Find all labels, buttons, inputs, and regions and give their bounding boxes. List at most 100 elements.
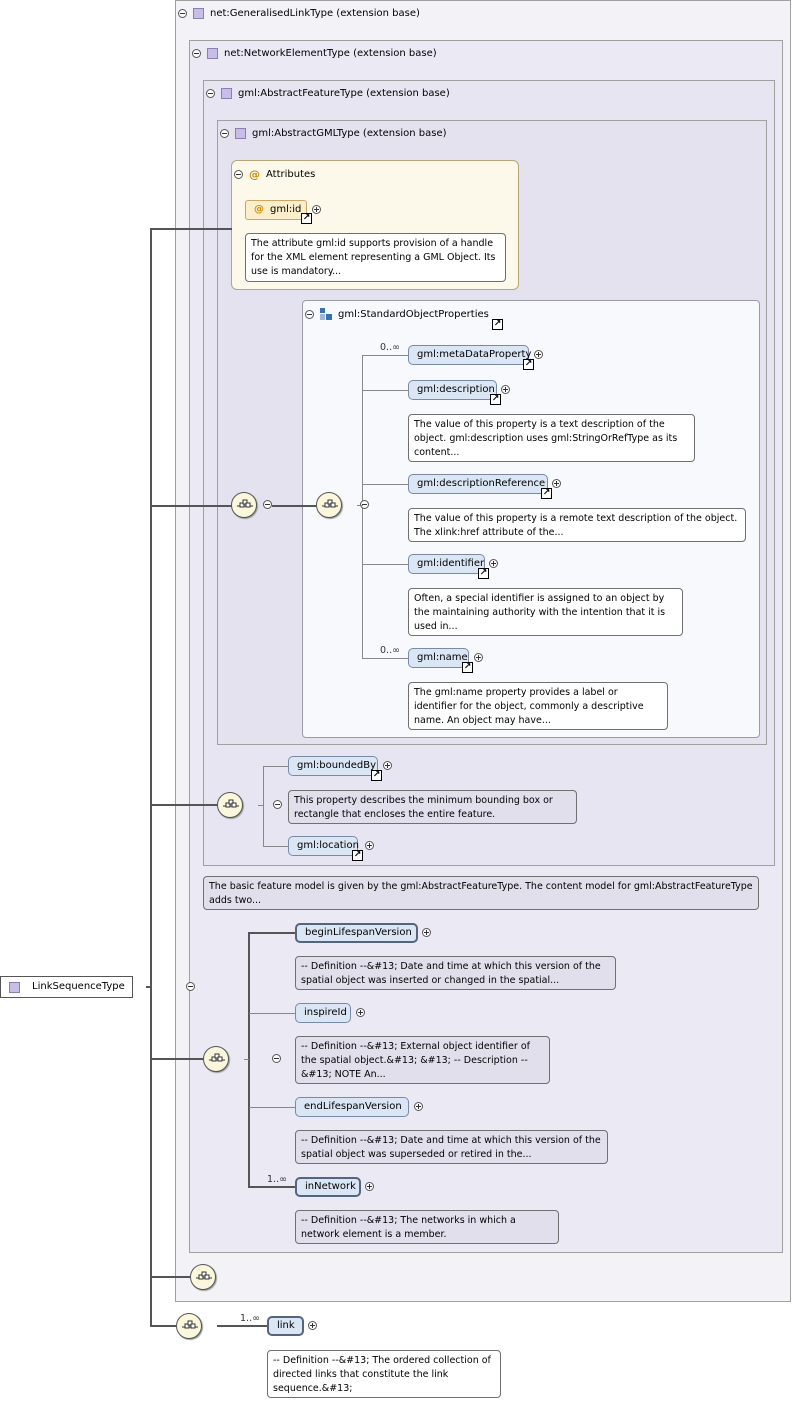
gml-boundedby-doc: This property describes the minimum boun…	[288, 790, 577, 824]
root-type-label: LinkSequenceType	[32, 981, 125, 992]
branch-line	[362, 564, 408, 565]
begin-lifespan-version-doc: -- Definition --&#13; Date and time at w…	[295, 956, 616, 990]
link-doc: -- Definition --&#13; The ordered collec…	[267, 1350, 501, 1398]
expand-icon[interactable]	[489, 559, 498, 568]
group-icon	[320, 308, 332, 320]
end-lifespan-version-element[interactable]: endLifespanVersion	[295, 1097, 409, 1117]
attributes-header: @ Attributes	[234, 168, 315, 181]
connector-line	[150, 228, 232, 230]
trunk-top-curve	[150, 228, 160, 230]
abstract-gml-header: gml:AbstractGMLType (extension base)	[220, 128, 447, 139]
sequence-compositor-icon[interactable]	[217, 792, 243, 818]
branch-line	[362, 658, 408, 659]
occurrence-label: 1..∞	[240, 1313, 260, 1324]
sequence-compositor-icon[interactable]	[203, 1046, 229, 1072]
collapse-icon[interactable]	[271, 1054, 281, 1063]
gml-name-doc: The gml:name property provides a label o…	[408, 682, 668, 730]
connector-line	[272, 505, 316, 507]
standard-object-properties-header: gml:StandardObjectProperties	[305, 308, 489, 320]
sequence-compositor-icon[interactable]	[176, 1313, 202, 1339]
occurrence-label: 0..∞	[380, 342, 400, 353]
branch-line	[249, 1107, 295, 1108]
link-element[interactable]: link	[267, 1316, 304, 1336]
collapse-icon[interactable]	[234, 170, 243, 179]
branch-line	[248, 932, 295, 934]
connector-line	[150, 804, 218, 806]
main-trunk-line	[150, 228, 152, 1326]
reference-arrow-icon[interactable]: ↗	[462, 662, 473, 673]
collapse-icon[interactable]	[185, 982, 195, 991]
gml-descriptionreference-doc: The value of this property is a remote t…	[408, 508, 746, 542]
network-element-header: net:NetworkElementType (extension base)	[192, 48, 437, 59]
in-network-doc: -- Definition --&#13; The networks in wh…	[295, 1210, 559, 1244]
occurrence-label: 1..∞	[267, 1174, 287, 1185]
attributes-title: Attributes	[266, 169, 316, 180]
gml-id-attribute[interactable]: @gml:id	[245, 200, 307, 220]
expand-icon[interactable]	[501, 385, 510, 394]
expand-icon[interactable]	[474, 653, 483, 662]
reference-arrow-icon[interactable]: ↗	[523, 359, 534, 370]
branch-line	[263, 766, 288, 767]
expand-icon[interactable]	[356, 1008, 365, 1017]
sequence-compositor-icon[interactable]	[231, 492, 257, 518]
collapse-icon[interactable]	[263, 500, 272, 509]
reference-arrow-icon[interactable]: ↗	[371, 770, 382, 781]
gml-boundedby-element[interactable]: gml:boundedBy	[288, 756, 378, 776]
branch-line	[362, 484, 408, 485]
attribute-icon: @	[249, 168, 260, 181]
expand-icon[interactable]	[308, 1321, 317, 1330]
collapse-icon[interactable]	[206, 89, 215, 98]
abstract-feature-title: gml:AbstractFeatureType (extension base)	[238, 88, 450, 99]
begin-lifespan-version-element[interactable]: beginLifespanVersion	[295, 923, 418, 943]
root-type-box[interactable]: LinkSequenceType	[0, 976, 133, 998]
in-network-element[interactable]: inNetwork	[295, 1177, 361, 1197]
expand-icon[interactable]	[383, 761, 392, 770]
generalised-link-header: net:GeneralisedLinkType (extension base)	[178, 8, 420, 19]
sequence-compositor-icon[interactable]	[190, 1264, 216, 1290]
expand-icon[interactable]	[365, 1182, 374, 1191]
occurrence-label: 0..∞	[380, 645, 400, 656]
gml-metadataproperty-element[interactable]: gml:metaDataProperty	[408, 345, 531, 365]
branch-line	[362, 355, 408, 356]
generalised-link-title: net:GeneralisedLinkType (extension base)	[210, 8, 420, 19]
expand-icon[interactable]	[312, 205, 321, 214]
abstract-gml-title: gml:AbstractGMLType (extension base)	[252, 128, 447, 139]
gml-id-label: gml:id	[270, 204, 302, 215]
gml-id-doc: The attribute gml:id supports provision …	[245, 233, 506, 282]
gml-description-element[interactable]: gml:description	[408, 380, 497, 400]
gml-descriptionreference-element[interactable]: gml:descriptionReference	[408, 474, 548, 494]
end-lifespan-version-doc: -- Definition --&#13; Date and time at w…	[295, 1130, 608, 1164]
reference-arrow-icon[interactable]: ↗	[352, 850, 363, 861]
expand-icon[interactable]	[552, 479, 561, 488]
gml-identifier-doc: Often, a special identifier is assigned …	[408, 588, 683, 636]
connector-line	[244, 1059, 249, 1060]
reference-arrow-icon[interactable]: ↗	[492, 319, 503, 330]
inspire-id-doc: -- Definition --&#13; External object id…	[295, 1036, 550, 1084]
connector-line	[150, 505, 232, 507]
collapse-icon[interactable]	[192, 49, 201, 58]
reference-arrow-icon[interactable]: ↗	[541, 488, 552, 499]
sequence-compositor-icon[interactable]	[316, 492, 342, 518]
collapse-icon[interactable]	[305, 309, 314, 319]
reference-arrow-icon[interactable]: ↗	[301, 213, 312, 224]
branch-line	[249, 1013, 295, 1014]
expand-icon[interactable]	[422, 928, 431, 937]
connector-line	[357, 505, 363, 506]
reference-arrow-icon[interactable]: ↗	[490, 394, 501, 405]
reference-arrow-icon[interactable]: ↗	[478, 568, 489, 579]
gml-location-element[interactable]: gml:location	[288, 836, 359, 856]
collapse-icon[interactable]	[360, 500, 370, 509]
complex-type-icon	[235, 128, 246, 139]
branch-line	[362, 390, 408, 391]
expand-icon[interactable]	[534, 350, 543, 359]
branch-line	[248, 1186, 295, 1188]
gml-identifier-element[interactable]: gml:identifier	[408, 554, 485, 574]
expand-icon[interactable]	[414, 1102, 423, 1111]
collapse-icon[interactable]	[220, 129, 229, 138]
inspire-id-element[interactable]: inspireId	[295, 1003, 351, 1023]
collapse-icon[interactable]	[178, 9, 187, 18]
collapse-icon[interactable]	[273, 800, 283, 809]
expand-icon[interactable]	[365, 841, 374, 850]
gml-name-element[interactable]: gml:name	[408, 648, 469, 668]
complex-type-icon	[193, 8, 204, 19]
